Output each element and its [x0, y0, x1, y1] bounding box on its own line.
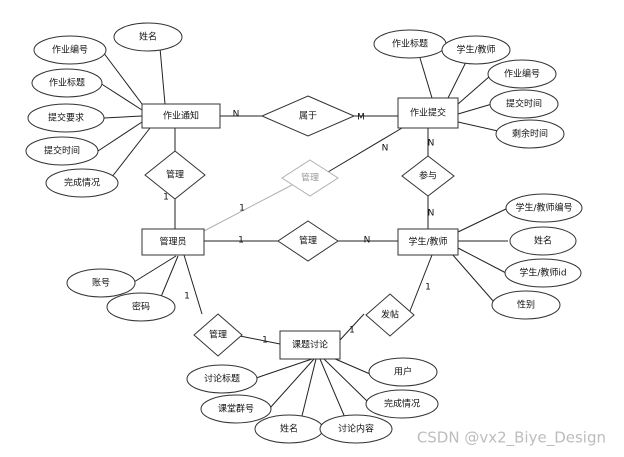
- attr-notice-time-label: 提交时间: [44, 145, 80, 157]
- entities: 作业通知 作业提交 管理员 学生/教师 课题讨论: [141, 97, 459, 360]
- card-mgr-user-user: N: [364, 236, 371, 246]
- attr-notice-title-label: 作业标题: [49, 77, 85, 89]
- entity-admin-label: 管理员: [159, 236, 186, 248]
- attr-topic-status-label: 完成情况: [384, 398, 420, 410]
- rel-manage-notice-label: 管理: [166, 169, 184, 181]
- attr-topic-content-label: 讨论内容: [338, 423, 374, 435]
- relationships: 属于 管理 管理 管理 参与 管理 发帖: [144, 95, 455, 357]
- attr-notice-title: [31, 68, 103, 98]
- card-admin-mgr-notice: 1: [163, 193, 169, 203]
- entity-homework-submit: [397, 97, 459, 129]
- attributes-admin: 账号 密码: [66, 268, 176, 322]
- attr-user-id: [504, 258, 582, 288]
- attr-notice-status-label: 完成情况: [64, 177, 100, 189]
- attr-admin-account: [66, 268, 136, 298]
- entity-student-teacher-label: 学生/教师: [408, 236, 447, 248]
- card-admin-mgr-user: 1: [238, 236, 244, 246]
- attr-notice-req: [27, 103, 105, 133]
- attr-topic-content: [319, 414, 393, 444]
- rel-manage-notice: [144, 150, 206, 200]
- attr-topic-status: [365, 389, 439, 419]
- entity-homework-notice: [141, 103, 221, 129]
- attributes-student-teacher: 学生/教师编号 姓名 学生/教师id 性别: [491, 193, 583, 320]
- rel-post-label: 发帖: [381, 309, 399, 321]
- cardinalities: N M 1 1 N 1 N N N 1 1 1 1: [163, 110, 434, 346]
- attr-user-gender: [491, 290, 561, 320]
- entity-student-teacher: [397, 228, 459, 256]
- attr-submit-remain: [495, 119, 565, 149]
- card-submit-participate: N: [428, 139, 435, 149]
- attr-submit-title-label: 作业标题: [392, 38, 428, 50]
- attr-submit-no: [487, 59, 557, 89]
- rel-manage-user-label: 管理: [299, 235, 317, 247]
- entity-admin: [141, 228, 205, 256]
- rel-manage-topic: [193, 313, 243, 357]
- attributes-topic-discussion: 讨论标题 用户 课堂群号 完成情况 姓名 讨论内容: [186, 357, 439, 444]
- rel-manage-topic-label: 管理: [209, 329, 227, 341]
- attr-submit-time-label: 提交时间: [506, 98, 542, 110]
- card-admin-mgr-topic: 1: [184, 292, 190, 302]
- attr-user-name: [509, 226, 577, 256]
- attributes-homework-notice: 姓名 作业编号 作业标题 提交要求 提交时间 完成情况: [25, 22, 183, 198]
- rel-belongs: [260, 95, 356, 137]
- attr-admin-password: [106, 292, 176, 322]
- attr-user-id-label: 学生/教师id: [519, 267, 566, 279]
- attr-topic-class: [200, 394, 272, 424]
- card-notice-belongs: N: [233, 110, 240, 120]
- attr-topic-user: [368, 357, 438, 387]
- attr-submit-time: [489, 89, 559, 119]
- card-admin-mgr-submit: 1: [239, 204, 245, 214]
- attr-submit-user: [441, 35, 511, 65]
- card-belongs-submit: M: [357, 113, 365, 123]
- attr-topic-title: [186, 364, 258, 394]
- entity-homework-notice-label: 作业通知: [163, 110, 199, 122]
- card-post-user: 1: [425, 283, 431, 293]
- attr-notice-no: [33, 35, 107, 65]
- rel-belongs-label: 属于: [299, 111, 317, 122]
- card-mgr-submit-submit: N: [382, 144, 389, 154]
- attr-user-name-label: 姓名: [534, 235, 552, 247]
- rel-participate: [401, 155, 455, 197]
- attr-notice-req-label: 提交要求: [48, 112, 84, 124]
- card-mgr-topic-topic: 1: [262, 336, 268, 346]
- attr-admin-account-label: 账号: [92, 278, 110, 289]
- attr-admin-password-label: 密码: [132, 301, 150, 313]
- attr-notice-name-label: 姓名: [139, 31, 157, 43]
- attr-notice-time: [25, 136, 99, 166]
- attr-submit-no-label: 作业编号: [504, 68, 540, 80]
- attr-topic-class-label: 课堂群号: [218, 403, 254, 415]
- card-participate-user: N: [428, 209, 435, 219]
- attr-notice-no-label: 作业编号: [52, 44, 88, 56]
- attr-user-no-label: 学生/教师编号: [515, 202, 572, 214]
- attr-notice-name: [113, 22, 183, 52]
- attr-notice-status: [45, 168, 119, 198]
- rel-manage-submit: [281, 159, 339, 197]
- rel-post: [365, 293, 415, 337]
- entity-topic-discussion: [279, 330, 341, 360]
- attr-topic-title-label: 讨论标题: [204, 373, 240, 385]
- attributes-homework-submit: 作业标题 学生/教师 作业编号 提交时间 剩余时间: [373, 29, 565, 149]
- attr-user-no: [505, 193, 583, 223]
- rel-participate-label: 参与: [419, 170, 437, 182]
- entity-homework-submit-label: 作业提交: [410, 107, 446, 119]
- entity-topic-discussion-label: 课题讨论: [292, 339, 328, 351]
- attr-submit-remain-label: 剩余时间: [512, 128, 548, 140]
- watermark-text: CSDN @vx2_Biye_Design: [417, 429, 606, 448]
- rel-manage-submit-label: 管理: [301, 172, 319, 184]
- card-topic-post: 1: [349, 326, 355, 336]
- attr-topic-name-label: 姓名: [280, 423, 298, 435]
- rel-manage-user: [277, 220, 339, 262]
- attr-user-gender-label: 性别: [517, 299, 535, 311]
- attr-topic-user-label: 用户: [394, 366, 412, 378]
- attr-submit-user-label: 学生/教师: [456, 44, 495, 56]
